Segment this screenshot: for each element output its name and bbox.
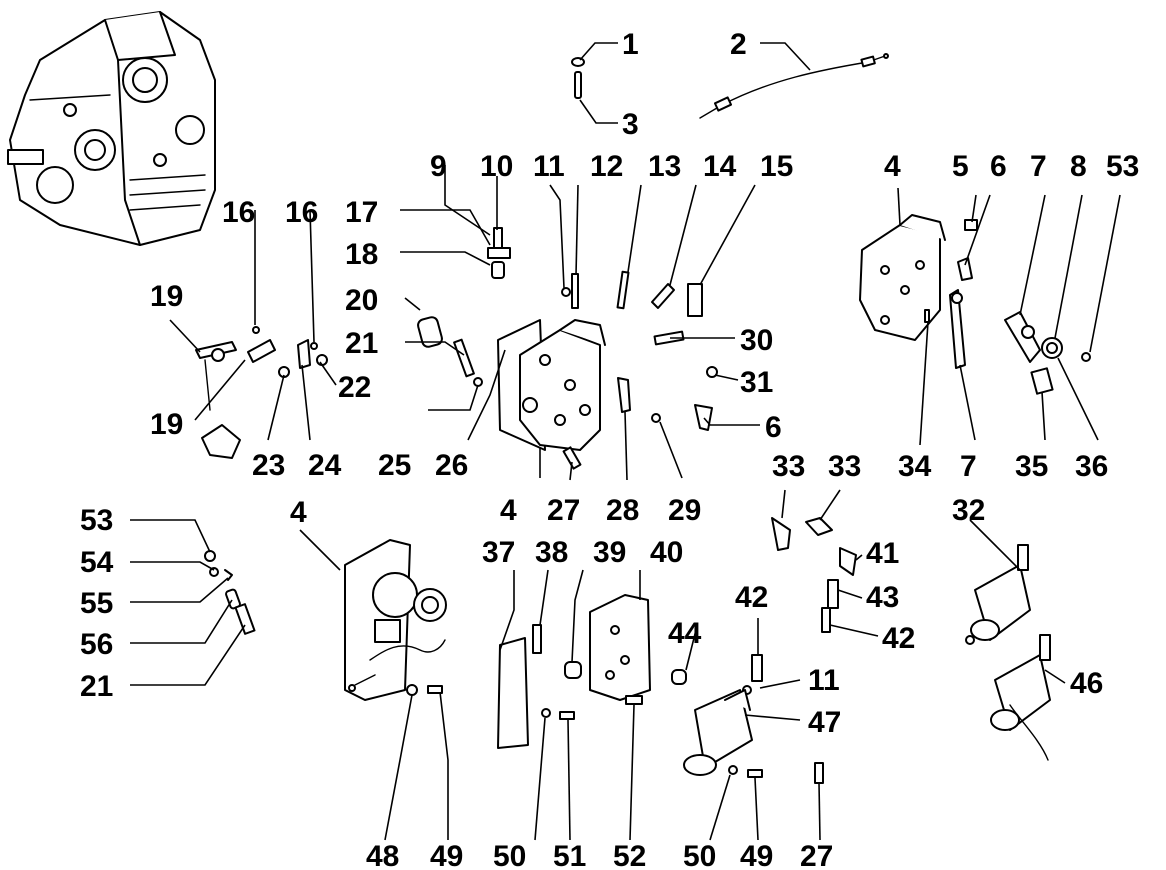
callout-9: 9 — [430, 150, 447, 183]
callout-16-right: 16 — [285, 196, 318, 229]
callout-27-top: 27 — [547, 494, 580, 527]
part-38-44-drawing — [532, 594, 687, 701]
valve-body-right-drawing — [859, 214, 1091, 395]
callout-25: 25 — [378, 449, 411, 482]
callout-53-left: 53 — [80, 504, 113, 537]
callout-21-top: 21 — [345, 327, 378, 360]
callout-19-bottom: 19 — [150, 408, 183, 441]
callout-labels: 1 2 3 9 10 11 12 13 14 15 4 5 6 7 8 53 1… — [80, 28, 1139, 870]
part-50-52-drawing — [541, 695, 643, 720]
callout-23: 23 — [252, 449, 285, 482]
solenoid-47-drawing — [683, 654, 824, 784]
part-48-49-drawing — [406, 684, 443, 696]
callout-33-left: 33 — [772, 450, 805, 483]
callout-41: 41 — [866, 537, 899, 570]
callout-7-top: 7 — [1030, 150, 1047, 183]
callout-4-right: 4 — [884, 150, 901, 183]
callout-33-right: 33 — [828, 450, 861, 483]
part-33-41-43-drawing — [771, 517, 857, 633]
callout-7-bottom: 7 — [960, 450, 977, 483]
callout-27-bottom: 27 — [800, 840, 833, 870]
callout-55: 55 — [80, 587, 113, 620]
callout-28: 28 — [606, 494, 639, 527]
leader-lines — [130, 42, 1121, 841]
callout-6-top: 6 — [990, 150, 1007, 183]
callout-50-left: 50 — [493, 840, 526, 870]
callout-8: 8 — [1070, 150, 1087, 183]
callout-13: 13 — [648, 150, 681, 183]
callout-26: 26 — [435, 449, 468, 482]
callout-38: 38 — [535, 536, 568, 569]
callout-40: 40 — [650, 536, 683, 569]
callout-49-left: 49 — [430, 840, 463, 870]
callout-4-center: 4 — [500, 494, 517, 527]
callout-16-left: 16 — [222, 196, 255, 229]
callout-35: 35 — [1015, 450, 1048, 483]
callout-15: 15 — [760, 150, 793, 183]
callout-2: 2 — [730, 28, 747, 61]
callout-20: 20 — [345, 284, 378, 317]
solenoid-46-drawing — [990, 634, 1051, 761]
callout-34: 34 — [898, 450, 932, 483]
callout-39: 39 — [593, 536, 626, 569]
part-21-53-56-lower-left-drawing — [204, 550, 256, 635]
callout-43: 43 — [866, 581, 899, 614]
part-37-bracket-drawing — [497, 637, 529, 749]
callout-37: 37 — [482, 536, 515, 569]
callout-4-lower: 4 — [290, 496, 307, 529]
callout-52: 52 — [613, 840, 646, 870]
callout-3: 3 — [622, 108, 639, 141]
callout-10: 10 — [480, 150, 513, 183]
callout-11-lower: 11 — [808, 664, 840, 697]
callout-19-top: 19 — [150, 280, 183, 313]
callout-14: 14 — [703, 150, 737, 183]
callout-22: 22 — [338, 371, 371, 404]
part-2-cable-drawing — [699, 53, 889, 119]
callout-51: 51 — [553, 840, 586, 870]
callout-21-bottom: 21 — [80, 670, 113, 703]
callout-5: 5 — [952, 150, 969, 183]
part-16-19-22-24-drawing — [195, 326, 328, 459]
solenoid-32-drawing — [965, 544, 1031, 645]
callout-29: 29 — [668, 494, 701, 527]
part-11-15-drawing — [561, 270, 703, 317]
callout-1: 1 — [622, 28, 639, 61]
callout-42-right: 42 — [882, 622, 915, 655]
callout-32: 32 — [952, 494, 985, 527]
part-27-31-drawing — [562, 330, 718, 470]
callout-11-top: 11 — [533, 150, 565, 183]
callout-36: 36 — [1075, 450, 1108, 483]
callout-44: 44 — [668, 617, 702, 650]
callout-30: 30 — [740, 324, 773, 357]
callout-50-right: 50 — [683, 840, 716, 870]
callout-12: 12 — [590, 150, 623, 183]
callout-6-middle: 6 — [765, 411, 782, 444]
part-20-21-25-26-drawing — [417, 316, 483, 387]
part-9-10-17-18-drawing — [487, 227, 511, 279]
callout-18: 18 — [345, 238, 378, 271]
callout-49-right: 49 — [740, 840, 773, 870]
callout-47: 47 — [808, 706, 841, 739]
callout-17: 17 — [345, 196, 378, 229]
callout-31: 31 — [740, 366, 773, 399]
callout-53-right: 53 — [1106, 150, 1139, 183]
callout-24: 24 — [308, 449, 342, 482]
callout-48: 48 — [366, 840, 399, 870]
callout-46: 46 — [1070, 667, 1103, 700]
callout-54: 54 — [80, 546, 114, 579]
valve-body-center-drawing — [497, 319, 606, 451]
transmission-housing-drawing — [7, 11, 216, 246]
part-1-3-screw-drawing — [571, 57, 585, 99]
callout-42-left: 42 — [735, 581, 768, 614]
callout-56: 56 — [80, 628, 113, 661]
solenoid-plate-assembly-drawing — [344, 539, 447, 701]
